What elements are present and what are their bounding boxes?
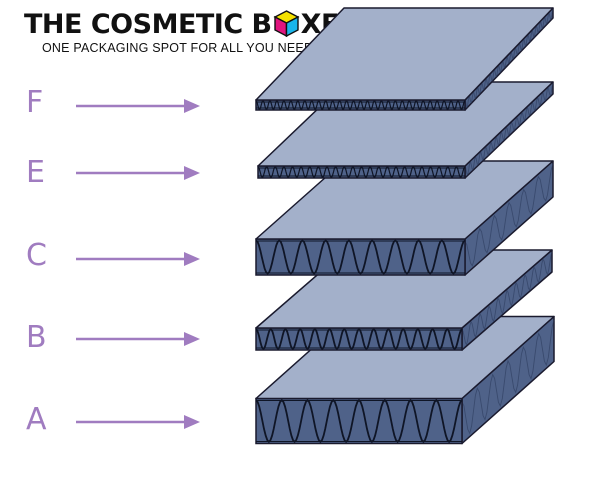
flute-label-c: C (26, 238, 47, 273)
arrowhead-c (184, 252, 200, 266)
board-side-flute-b (461, 251, 553, 346)
arrowhead-a (184, 415, 200, 429)
arrowhead-f (184, 99, 200, 113)
board-front-a (255, 397, 463, 445)
flute-wave-b (255, 327, 463, 351)
flute-label-f: F (26, 85, 44, 120)
flute-wave-c (255, 239, 466, 275)
brand-name-start: THE COSMETIC B (24, 8, 272, 40)
tagline: ONE PACKAGING SPOT FOR ALL YOU NEED (42, 41, 314, 55)
board-side-flute-c (464, 163, 554, 267)
flute-label-a: A (26, 402, 47, 437)
board-top-f (255, 7, 554, 101)
arrowhead-b (184, 332, 200, 346)
board-side-flute-a (461, 319, 555, 435)
flute-label-e: E (26, 155, 45, 190)
board-side-flute-f (464, 8, 554, 109)
board-side-flute-e (464, 82, 554, 176)
arrowhead-e (184, 166, 200, 180)
board-top-c (255, 160, 554, 240)
cube-o-icon (273, 10, 300, 38)
flute-label-b: B (26, 320, 47, 355)
